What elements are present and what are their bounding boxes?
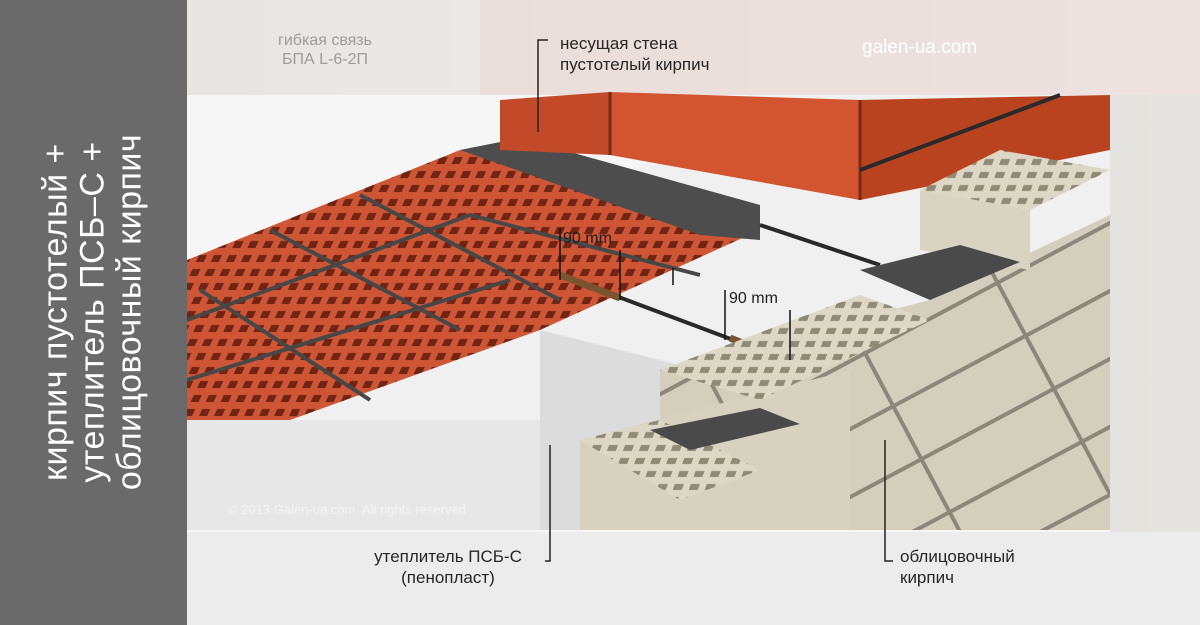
label-facing-line-2: кирпич xyxy=(900,567,1015,588)
label-flexible-tie: гибкая связь БПА L-6-2П xyxy=(250,31,400,69)
side-title: кирпич пустотелый + утеплитель ПСБ–С + о… xyxy=(38,12,149,612)
red-brick-front xyxy=(500,92,610,155)
label-flexible-tie-line-1: гибкая связь xyxy=(250,31,400,50)
website-label: galen-ua.com xyxy=(862,37,977,58)
side-title-line-3: облицовочный кирпич xyxy=(112,12,149,612)
label-insulation: утеплитель ПСБ-С (пенопласт) xyxy=(368,546,528,588)
label-flexible-tie-line-2: БПА L-6-2П xyxy=(250,50,400,69)
bottom-strip xyxy=(187,532,1200,625)
dimension-label-2: 90 mm xyxy=(729,290,778,308)
label-insulation-line-2: (пенопласт) xyxy=(368,567,528,588)
label-facing-line-1: облицовочный xyxy=(900,546,1015,567)
label-insulation-line-1: утеплитель ПСБ-С xyxy=(368,546,528,567)
label-wall-line-1: несущая стена xyxy=(560,33,709,54)
label-wall-line-2: пустотелый кирпич xyxy=(560,54,709,75)
copyright-notice: © 2013 Galen-ua.com. All rights reserved xyxy=(228,499,466,520)
dimension-label-1: 90 mm xyxy=(563,230,612,248)
side-title-line-1: кирпич пустотелый + xyxy=(38,12,75,612)
label-facing-brick: облицовочный кирпич xyxy=(900,546,1015,588)
label-load-bearing-wall: несущая стена пустотелый кирпич xyxy=(560,33,709,75)
side-title-line-2: утеплитель ПСБ–С + xyxy=(75,12,112,612)
